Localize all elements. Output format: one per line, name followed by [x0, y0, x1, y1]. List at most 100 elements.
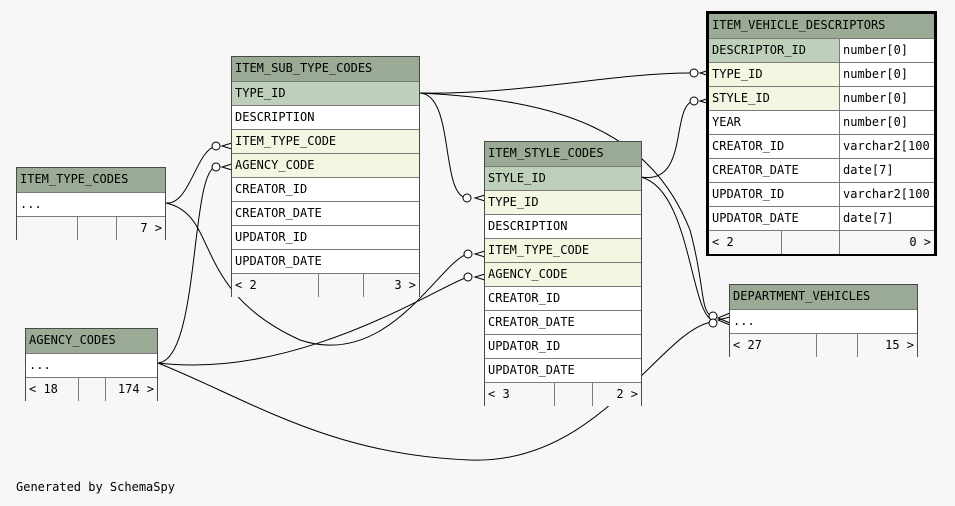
column-row[interactable]: YEAR number[0] — [709, 110, 934, 134]
table-item-style-codes[interactable]: ITEM_STYLE_CODES STYLE_ID TYPE_ID DESCRI… — [484, 141, 642, 406]
table-footer: < 3 2 > — [485, 382, 641, 406]
child-count[interactable]: 3 > — [363, 274, 419, 297]
column-name: CREATOR_ID — [488, 291, 561, 305]
collapsed-columns[interactable]: ... — [26, 353, 157, 377]
column-type: varchar2[100 — [839, 183, 934, 206]
column-row[interactable]: CREATOR_DATE — [232, 201, 419, 225]
column-type: varchar2[100 — [839, 135, 934, 158]
column-row[interactable]: CREATOR_ID varchar2[100 — [709, 134, 934, 158]
column-name: TYPE_ID — [235, 86, 286, 100]
column-name: ITEM_TYPE_CODE — [235, 134, 337, 148]
footer-spacer — [78, 378, 105, 401]
column-name: TYPE_ID — [488, 195, 539, 209]
column-name: AGENCY_CODE — [488, 267, 568, 281]
parent-count[interactable]: < 2 — [235, 278, 257, 292]
edge-itemtype-to-subtype — [165, 145, 217, 204]
column-name: UPDATOR_ID — [488, 339, 561, 353]
column-row[interactable]: DESCRIPTION — [485, 214, 641, 238]
collapsed-ellipsis: ... — [20, 197, 42, 211]
column-row[interactable]: UPDATOR_DATE — [232, 249, 419, 273]
column-name: CREATOR_DATE — [235, 206, 322, 220]
table-header: AGENCY_CODES — [26, 329, 157, 353]
column-row[interactable]: STYLE_ID — [485, 166, 641, 190]
parent-count[interactable] — [17, 217, 77, 240]
column-name: UPDATOR_ID — [712, 187, 785, 201]
column-row[interactable]: AGENCY_CODE — [232, 153, 419, 177]
column-row[interactable]: CREATOR_DATE date[7] — [709, 158, 934, 182]
column-row[interactable]: TYPE_ID — [485, 190, 641, 214]
table-footer: < 27 15 > — [730, 333, 917, 357]
column-row[interactable]: UPDATOR_ID — [485, 334, 641, 358]
column-name: CREATOR_ID — [712, 139, 785, 153]
column-row[interactable]: CREATOR_ID — [485, 286, 641, 310]
column-row[interactable]: UPDATOR_DATE date[7] — [709, 206, 934, 230]
table-name: ITEM_VEHICLE_DESCRIPTORS — [712, 18, 886, 32]
column-type: number[0] — [839, 87, 934, 110]
column-row[interactable]: DESCRIPTION — [232, 105, 419, 129]
column-name: UPDATOR_ID — [235, 230, 308, 244]
table-header: DEPARTMENT_VEHICLES — [730, 285, 917, 309]
table-name: ITEM_SUB_TYPE_CODES — [235, 61, 373, 75]
generated-by-note: Generated by SchemaSpy — [16, 480, 175, 494]
table-name: AGENCY_CODES — [29, 333, 116, 347]
column-name: ITEM_TYPE_CODE — [488, 243, 590, 257]
column-name: CREATOR_ID — [235, 182, 308, 196]
collapsed-ellipsis: ... — [733, 314, 755, 328]
parent-count[interactable]: < 18 — [29, 382, 58, 396]
column-row[interactable]: TYPE_ID number[0] — [709, 62, 934, 86]
table-header: ITEM_VEHICLE_DESCRIPTORS — [709, 14, 934, 38]
column-name: UPDATOR_DATE — [712, 211, 799, 225]
table-footer: 7 > — [17, 216, 165, 240]
table-header: ITEM_STYLE_CODES — [485, 142, 641, 166]
column-row[interactable]: UPDATOR_ID varchar2[100 — [709, 182, 934, 206]
column-row[interactable]: CREATOR_DATE — [485, 310, 641, 334]
column-row[interactable]: STYLE_ID number[0] — [709, 86, 934, 110]
table-agency-codes[interactable]: AGENCY_CODES ... < 18 174 > — [25, 328, 158, 401]
column-row[interactable]: DESCRIPTOR_ID number[0] — [709, 38, 934, 62]
column-row[interactable]: ITEM_TYPE_CODE — [485, 238, 641, 262]
table-name: DEPARTMENT_VEHICLES — [733, 289, 871, 303]
edge-subtype-to-dept — [419, 92, 713, 317]
edge-style-to-descriptors-style — [640, 100, 695, 178]
parent-count[interactable]: < 2 — [712, 235, 734, 249]
parent-count[interactable]: < 27 — [733, 338, 762, 352]
table-item-sub-type-codes[interactable]: ITEM_SUB_TYPE_CODES TYPE_ID DESCRIPTION … — [231, 56, 420, 297]
column-type: date[7] — [839, 159, 934, 182]
child-count[interactable]: 0 > — [839, 231, 934, 254]
child-count[interactable]: 2 > — [592, 383, 641, 406]
edge-agency-to-style — [157, 276, 469, 366]
column-row[interactable]: UPDATOR_DATE — [485, 358, 641, 382]
child-count[interactable]: 7 > — [116, 217, 165, 240]
column-row[interactable]: TYPE_ID — [232, 81, 419, 105]
table-name: ITEM_STYLE_CODES — [488, 146, 604, 160]
footer-spacer — [554, 383, 592, 406]
edge-subtype-to-style — [419, 92, 468, 199]
table-item-type-codes[interactable]: ITEM_TYPE_CODES ... 7 > — [16, 167, 166, 240]
column-row[interactable]: UPDATOR_ID — [232, 225, 419, 249]
column-row[interactable]: CREATOR_ID — [232, 177, 419, 201]
column-row[interactable]: ITEM_TYPE_CODE — [232, 129, 419, 153]
table-item-vehicle-descriptors[interactable]: ITEM_VEHICLE_DESCRIPTORS DESCRIPTOR_ID n… — [706, 11, 937, 256]
column-row[interactable]: AGENCY_CODE — [485, 262, 641, 286]
column-name: DESCRIPTION — [235, 110, 315, 124]
column-name: DESCRIPTION — [488, 219, 568, 233]
collapsed-columns[interactable]: ... — [17, 192, 165, 216]
child-count[interactable]: 15 > — [857, 334, 917, 357]
footer-spacer — [816, 334, 857, 357]
footer-spacer — [77, 217, 116, 240]
collapsed-columns[interactable]: ... — [730, 309, 917, 333]
table-footer: < 2 3 > — [232, 273, 419, 297]
column-name: STYLE_ID — [712, 91, 770, 105]
column-name: CREATOR_DATE — [712, 163, 799, 177]
child-count[interactable]: 174 > — [105, 378, 157, 401]
table-department-vehicles[interactable]: DEPARTMENT_VEHICLES ... < 27 15 > — [729, 284, 918, 357]
column-name: UPDATOR_DATE — [488, 363, 575, 377]
footer-spacer — [318, 274, 363, 297]
edge-subtype-to-descriptors-type — [419, 72, 695, 94]
parent-count[interactable]: < 3 — [488, 387, 510, 401]
column-name: TYPE_ID — [712, 67, 763, 81]
table-header: ITEM_SUB_TYPE_CODES — [232, 57, 419, 81]
table-name: ITEM_TYPE_CODES — [20, 172, 129, 186]
footer-spacer — [781, 231, 839, 254]
